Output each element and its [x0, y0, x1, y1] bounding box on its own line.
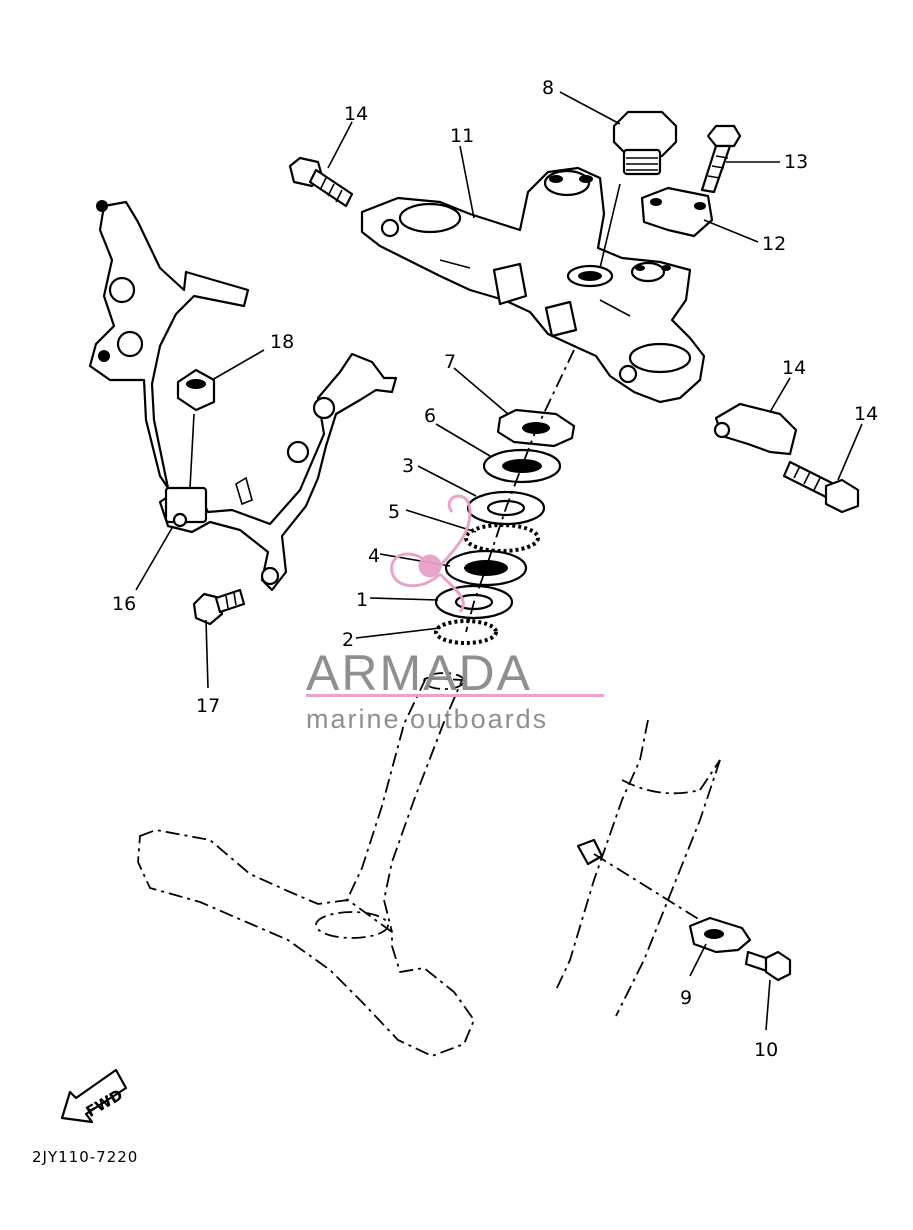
fwd-arrow: FWD — [60, 1068, 128, 1124]
callout-17: 17 — [196, 695, 220, 717]
leader-18-to-16 — [189, 413, 195, 489]
callout-1: 1 — [356, 589, 368, 611]
callout-labels: 14 11 8 13 12 14 14 14 14 7 6 3 5 4 1 2 … — [112, 77, 878, 1061]
watermark-logo-mark — [390, 494, 472, 613]
leader-lines — [135, 91, 863, 1031]
watermark-brand: ARMADA — [306, 645, 532, 701]
watermark-underline — [306, 694, 604, 697]
holder-cap — [640, 186, 714, 238]
callout-13: 13 — [784, 151, 808, 173]
callout-9: 9 — [680, 987, 692, 1009]
callout-4: 4 — [368, 545, 380, 567]
steering-stem — [137, 672, 476, 1057]
watermark-tagline: marine outboards — [306, 704, 548, 734]
damper-18 — [176, 368, 216, 412]
callout-14-lower: 14 — [854, 403, 878, 425]
callout-10: 10 — [754, 1039, 778, 1061]
clamp-9 — [688, 916, 752, 954]
drawing-code: 2JY110-7220 — [32, 1148, 138, 1166]
callout-12: 12 — [762, 233, 786, 255]
bracket-assembly — [88, 200, 398, 592]
callout-18: 18 — [270, 331, 294, 353]
callout-6: 6 — [424, 405, 436, 427]
fork-tubes — [555, 719, 721, 1017]
callout-16: 16 — [112, 593, 136, 615]
watermark: ARMADA marine outboards — [306, 494, 604, 734]
bolt-14-lower — [782, 460, 860, 514]
bolt-14-upper — [288, 156, 354, 208]
callout-15: 14 — [782, 357, 806, 379]
bolt-17 — [192, 588, 246, 626]
callout-14a: 14 — [344, 103, 368, 125]
bolt-10 — [744, 950, 792, 982]
ball-bearing-2 — [434, 619, 498, 645]
assembly-axis — [465, 349, 575, 633]
clamp-15 — [713, 402, 798, 456]
callout-7: 7 — [444, 351, 456, 373]
callout-8: 8 — [542, 77, 554, 99]
upper-bracket — [360, 166, 706, 404]
plug-bolt — [612, 110, 678, 176]
callout-3: 3 — [402, 455, 414, 477]
bolt-13 — [700, 124, 742, 194]
cable-guide — [576, 838, 701, 921]
ball-bearing-5 — [464, 523, 540, 553]
callout-11: 11 — [450, 125, 474, 147]
callout-5: 5 — [388, 501, 400, 523]
callout-2: 2 — [342, 629, 354, 651]
